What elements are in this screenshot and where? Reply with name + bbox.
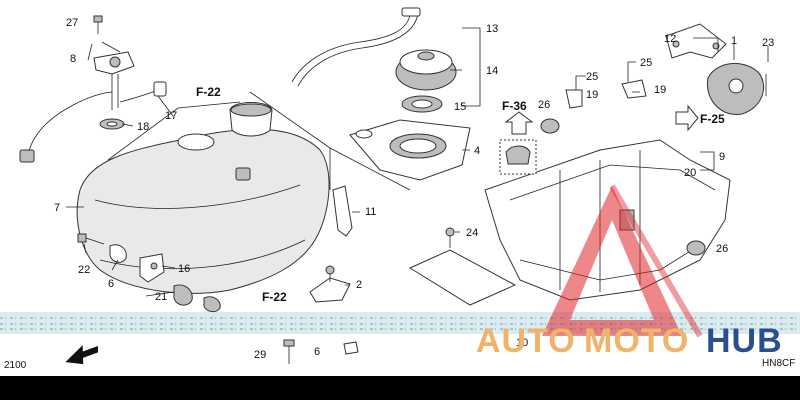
fuel-filler-cap bbox=[395, 49, 457, 113]
ref-f22-bottom: F-22 bbox=[262, 290, 287, 304]
callout-12: 12 bbox=[664, 33, 676, 45]
callout-24: 24 bbox=[466, 227, 478, 239]
callout-25a: 25 bbox=[586, 71, 598, 83]
breather-hose bbox=[291, 7, 421, 87]
watermark-logo: AUTO MOTO HUB bbox=[476, 184, 783, 360]
watermark-text-auto: AUTO bbox=[476, 322, 576, 360]
fuel-pump-assembly bbox=[19, 51, 167, 163]
bolt-27 bbox=[93, 15, 103, 34]
arrow-f25 bbox=[675, 104, 699, 132]
callout-19b: 19 bbox=[654, 84, 666, 96]
callout-20: 20 bbox=[684, 167, 696, 179]
arrow-f36 bbox=[504, 111, 534, 135]
callout-27: 27 bbox=[66, 17, 78, 29]
callout-17: 17 bbox=[165, 110, 177, 122]
mount-1 bbox=[706, 62, 767, 116]
callout-15: 15 bbox=[454, 101, 466, 113]
callout-13: 13 bbox=[486, 23, 498, 35]
callout-25b: 25 bbox=[640, 57, 652, 69]
callout-19a: 19 bbox=[586, 89, 598, 101]
callout-7: 7 bbox=[54, 202, 60, 214]
clip-19 bbox=[565, 79, 647, 109]
callout-14: 14 bbox=[486, 65, 498, 77]
watermark-text-hub: HUB bbox=[706, 322, 783, 360]
callout-16: 16 bbox=[178, 263, 190, 275]
callout-4: 4 bbox=[474, 145, 480, 157]
callout-11: 11 bbox=[365, 206, 376, 218]
upper-stay-12 bbox=[665, 23, 727, 59]
callout-21: 21 bbox=[155, 291, 167, 303]
callout-2: 2 bbox=[356, 279, 362, 291]
fuel-tank-mounts bbox=[109, 244, 221, 313]
callout-18: 18 bbox=[137, 121, 149, 133]
filler-neck-cover bbox=[349, 119, 471, 181]
callout-26b: 26 bbox=[716, 243, 728, 255]
bolt-29 bbox=[283, 339, 295, 364]
leader-lines bbox=[66, 27, 769, 297]
callout-10: 10 bbox=[516, 337, 528, 349]
watermark-text-moto: MOTO bbox=[584, 322, 689, 360]
callout-9: 9 bbox=[719, 151, 725, 163]
callout-labels: 27 8 17 18 7 22 6 16 21 13 14 15 4 11 2 … bbox=[54, 17, 774, 361]
bracket-2 bbox=[309, 265, 351, 303]
callout-6a: 6 bbox=[108, 278, 114, 290]
boot-f36 bbox=[499, 139, 537, 175]
callout-8: 8 bbox=[70, 53, 76, 65]
bolt-22 bbox=[77, 233, 105, 245]
ref-f25: F-25 bbox=[700, 112, 725, 126]
callout-1: 1 bbox=[731, 35, 737, 47]
ref-f36: F-36 bbox=[502, 99, 527, 113]
clip-6b bbox=[343, 341, 359, 355]
side-bracket-11 bbox=[332, 185, 353, 237]
callout-23: 23 bbox=[762, 37, 774, 49]
corner-code-left: 2100 bbox=[4, 360, 27, 371]
heat-shield-24 bbox=[408, 227, 517, 306]
bottom-bar bbox=[0, 376, 800, 400]
ref-f22-top: F-22 bbox=[196, 85, 221, 99]
callout-6b: 6 bbox=[314, 346, 320, 358]
watermark-triangle bbox=[542, 186, 682, 336]
corner-code-right: HN8CF bbox=[762, 358, 795, 369]
rubber-cap-26 bbox=[540, 118, 706, 256]
callout-29: 29 bbox=[254, 349, 266, 361]
callout-22: 22 bbox=[78, 264, 90, 276]
reference-labels: F-22 F-22 F-36 F-25 bbox=[196, 85, 725, 304]
callout-26a: 26 bbox=[538, 99, 550, 111]
fuel-tank bbox=[76, 102, 330, 294]
front-arrow bbox=[65, 345, 99, 365]
